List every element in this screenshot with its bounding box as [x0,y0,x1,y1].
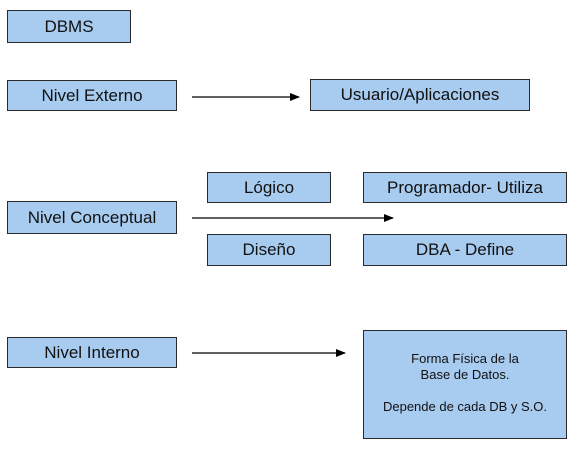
dba-define-box: DBA - Define [363,234,567,266]
nivel-conceptual-label: Nivel Conceptual [27,207,157,227]
diseno-box: Diseño [207,234,331,266]
logico-label: Lógico [243,177,295,197]
dbms-title-box: DBMS [7,10,131,43]
forma-fisica-box: Forma Física de la Base de Datos. Depend… [363,330,567,439]
programador-utiliza-label: Programador- Utiliza [387,177,543,197]
forma-fisica-line-4: Depende de cada DB y S.O. [382,399,548,414]
forma-fisica-line-2: Base de Datos. [420,367,510,382]
programador-utiliza-box: Programador- Utiliza [363,172,567,203]
dba-define-label: DBA - Define [415,240,515,259]
usuario-aplicaciones-label: Usuario/Aplicaciones [340,85,500,104]
nivel-interno-box: Nivel Interno [7,337,177,368]
diseno-label: Diseño [242,240,296,259]
nivel-conceptual-box: Nivel Conceptual [7,201,177,234]
forma-fisica-line-1: Forma Física de la [411,351,519,366]
dbms-title: DBMS [44,16,94,36]
nivel-externo-box: Nivel Externo [7,80,177,111]
usuario-aplicaciones-box: Usuario/Aplicaciones [310,79,530,111]
logico-box: Lógico [207,172,331,203]
nivel-externo-label: Nivel Externo [41,85,143,105]
nivel-interno-label: Nivel Interno [44,342,140,362]
